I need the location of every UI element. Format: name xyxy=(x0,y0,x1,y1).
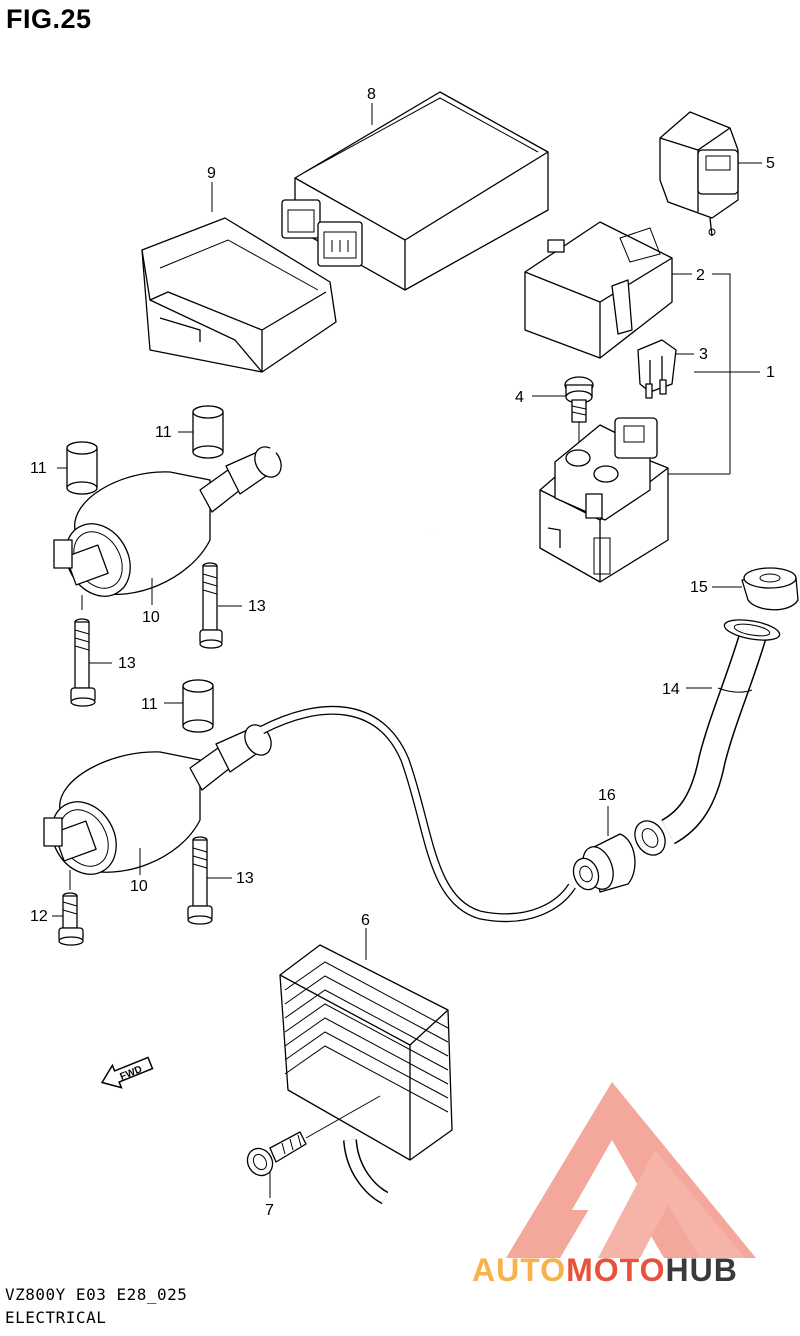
callout-12: 12 xyxy=(30,908,48,925)
callout-13-upper-left: 13 xyxy=(118,655,136,672)
figure-title: FIG.25 xyxy=(6,4,92,34)
ignition-coil-lower xyxy=(43,724,272,875)
callout-15: 15 xyxy=(690,579,708,596)
callout-7: 7 xyxy=(265,1202,274,1219)
fwd-label: FWD xyxy=(119,1064,144,1083)
callout-2: 2 xyxy=(696,267,705,284)
callout-13-upper-right: 13 xyxy=(248,598,266,615)
grommet xyxy=(572,833,636,893)
bolt-short xyxy=(58,892,84,946)
igniter-rubber-cover xyxy=(141,217,337,373)
callout-13-lower: 13 xyxy=(236,870,254,887)
callout-11-upper-right: 11 xyxy=(155,424,172,441)
bolt-upper-left xyxy=(70,618,96,707)
spacer-upper-right xyxy=(192,405,224,459)
callout-14: 14 xyxy=(662,681,680,698)
watermark-text: AUTOMOTOHUB xyxy=(472,1252,738,1289)
forward-direction-arrow: FWD xyxy=(100,1056,154,1089)
terminal-screw xyxy=(564,376,594,448)
callout-10-lower: 10 xyxy=(130,878,148,895)
callout-8: 8 xyxy=(367,86,376,103)
bolt-upper-right xyxy=(199,562,223,649)
bolt-lower-right xyxy=(187,836,213,925)
relay xyxy=(659,111,739,237)
callout-10-upper: 10 xyxy=(142,609,160,626)
fuse xyxy=(637,339,677,399)
spacer-upper-left xyxy=(66,441,98,495)
watermark-text-hub: HUB xyxy=(665,1252,738,1288)
section-name-caption: ELECTRICAL xyxy=(5,1308,107,1327)
ignition-coil-upper xyxy=(53,446,282,597)
callout-9: 9 xyxy=(207,165,216,182)
model-code-caption: VZ800Y E03 E28_025 xyxy=(5,1285,188,1304)
igniter-unit xyxy=(281,91,549,291)
callout-16: 16 xyxy=(598,787,616,804)
callout-11-lower: 11 xyxy=(141,696,158,713)
starter-relay-cover xyxy=(524,221,673,359)
watermark-text-moto: MOTO xyxy=(566,1252,666,1288)
callout-1: 1 xyxy=(766,364,775,381)
callout-5: 5 xyxy=(766,155,775,172)
regulator-rectifier xyxy=(279,944,453,1205)
watermark-text-auto: AUTO xyxy=(472,1252,567,1288)
regulator-screw xyxy=(246,1131,307,1177)
cap xyxy=(741,567,799,611)
callout-11-upper-left: 11 xyxy=(30,460,47,477)
watermark-logo xyxy=(506,1082,756,1258)
hose xyxy=(634,619,781,856)
callout-3: 3 xyxy=(699,346,708,363)
spacer-lower xyxy=(182,679,214,733)
callout-6: 6 xyxy=(361,912,370,929)
starter-relay-body xyxy=(539,417,669,583)
callout-4: 4 xyxy=(515,389,524,406)
